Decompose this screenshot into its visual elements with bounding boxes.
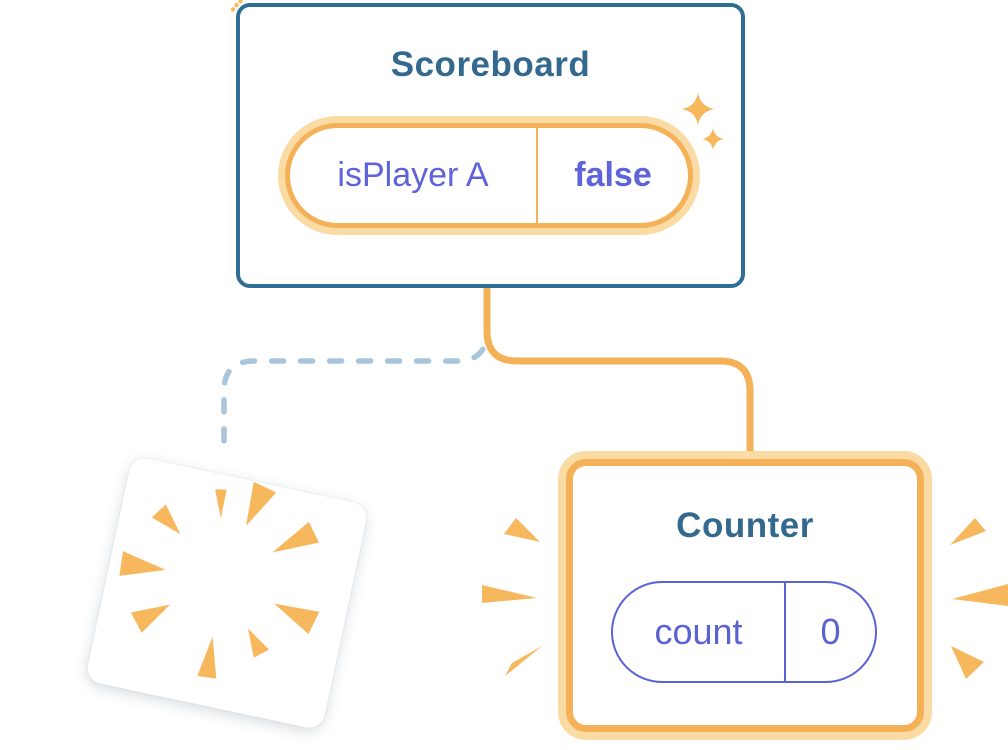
explosion-burst-icon <box>119 481 320 679</box>
state-value: 0 <box>820 611 841 652</box>
ray-right-top <box>950 518 986 545</box>
ray-right-bottom <box>951 646 984 679</box>
destroyed-card <box>84 455 370 731</box>
counter-card: Counter count 0 <box>566 459 924 732</box>
pill-divider <box>536 128 538 223</box>
tree-edge-dashed <box>221 289 490 459</box>
ray-left-mid <box>482 585 537 603</box>
ray-left-top <box>504 518 540 542</box>
state-name: isPlayer A <box>337 156 489 194</box>
counter-title: Counter <box>676 506 814 545</box>
state-value: false <box>574 156 652 194</box>
tree-edge-solid <box>483 284 754 462</box>
scoreboard-card: Scoreboard isPlayer A false <box>236 3 745 288</box>
sparkle-icon <box>682 93 724 150</box>
counter-state-pill: count 0 <box>611 581 877 683</box>
state-name: count <box>654 611 743 652</box>
scoreboard-state-pill: isPlayer A false <box>285 123 693 228</box>
scoreboard-title: Scoreboard <box>390 45 591 84</box>
ray-left-bottom <box>505 646 542 676</box>
pill-divider <box>784 583 786 681</box>
ray-right-mid <box>952 584 1008 606</box>
